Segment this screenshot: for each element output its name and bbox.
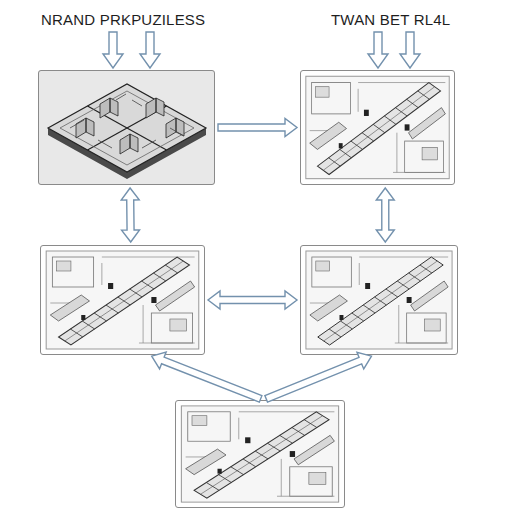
illustration-panel [40, 245, 205, 355]
stair-illustration [306, 251, 452, 349]
hollow-arrow [121, 188, 139, 242]
hollow-arrow [376, 188, 394, 242]
tower-block [146, 98, 164, 118]
hollow-arrow [265, 352, 372, 402]
panel-heading: TWAN BET RL4L [331, 11, 450, 29]
input-arrow [400, 32, 420, 68]
tower-block [166, 118, 184, 138]
hollow-arrow [208, 291, 297, 309]
hollow-arrow [218, 119, 297, 137]
plate-hatch [70, 94, 184, 148]
stair-illustration [46, 251, 199, 349]
tower-block [120, 134, 138, 154]
illustration-panel [300, 245, 458, 355]
tower-block [100, 98, 118, 118]
hollow-arrow [152, 352, 262, 402]
isometric-plate [48, 84, 206, 172]
panel-heading: NRAND PRKPUZILESS [41, 11, 205, 29]
stair-illustration [181, 406, 338, 502]
input-arrow [368, 32, 388, 68]
illustration-panel [175, 400, 345, 508]
tower-block [76, 118, 94, 138]
input-arrow [103, 32, 123, 68]
illustration-panel: TWAN BET RL4L [300, 70, 455, 185]
plate-inner [60, 91, 194, 165]
stair-illustration [306, 76, 449, 178]
isometric-panel: NRAND PRKPUZILESS [38, 70, 215, 185]
input-arrow [140, 32, 160, 68]
panel-fill [38, 70, 215, 185]
